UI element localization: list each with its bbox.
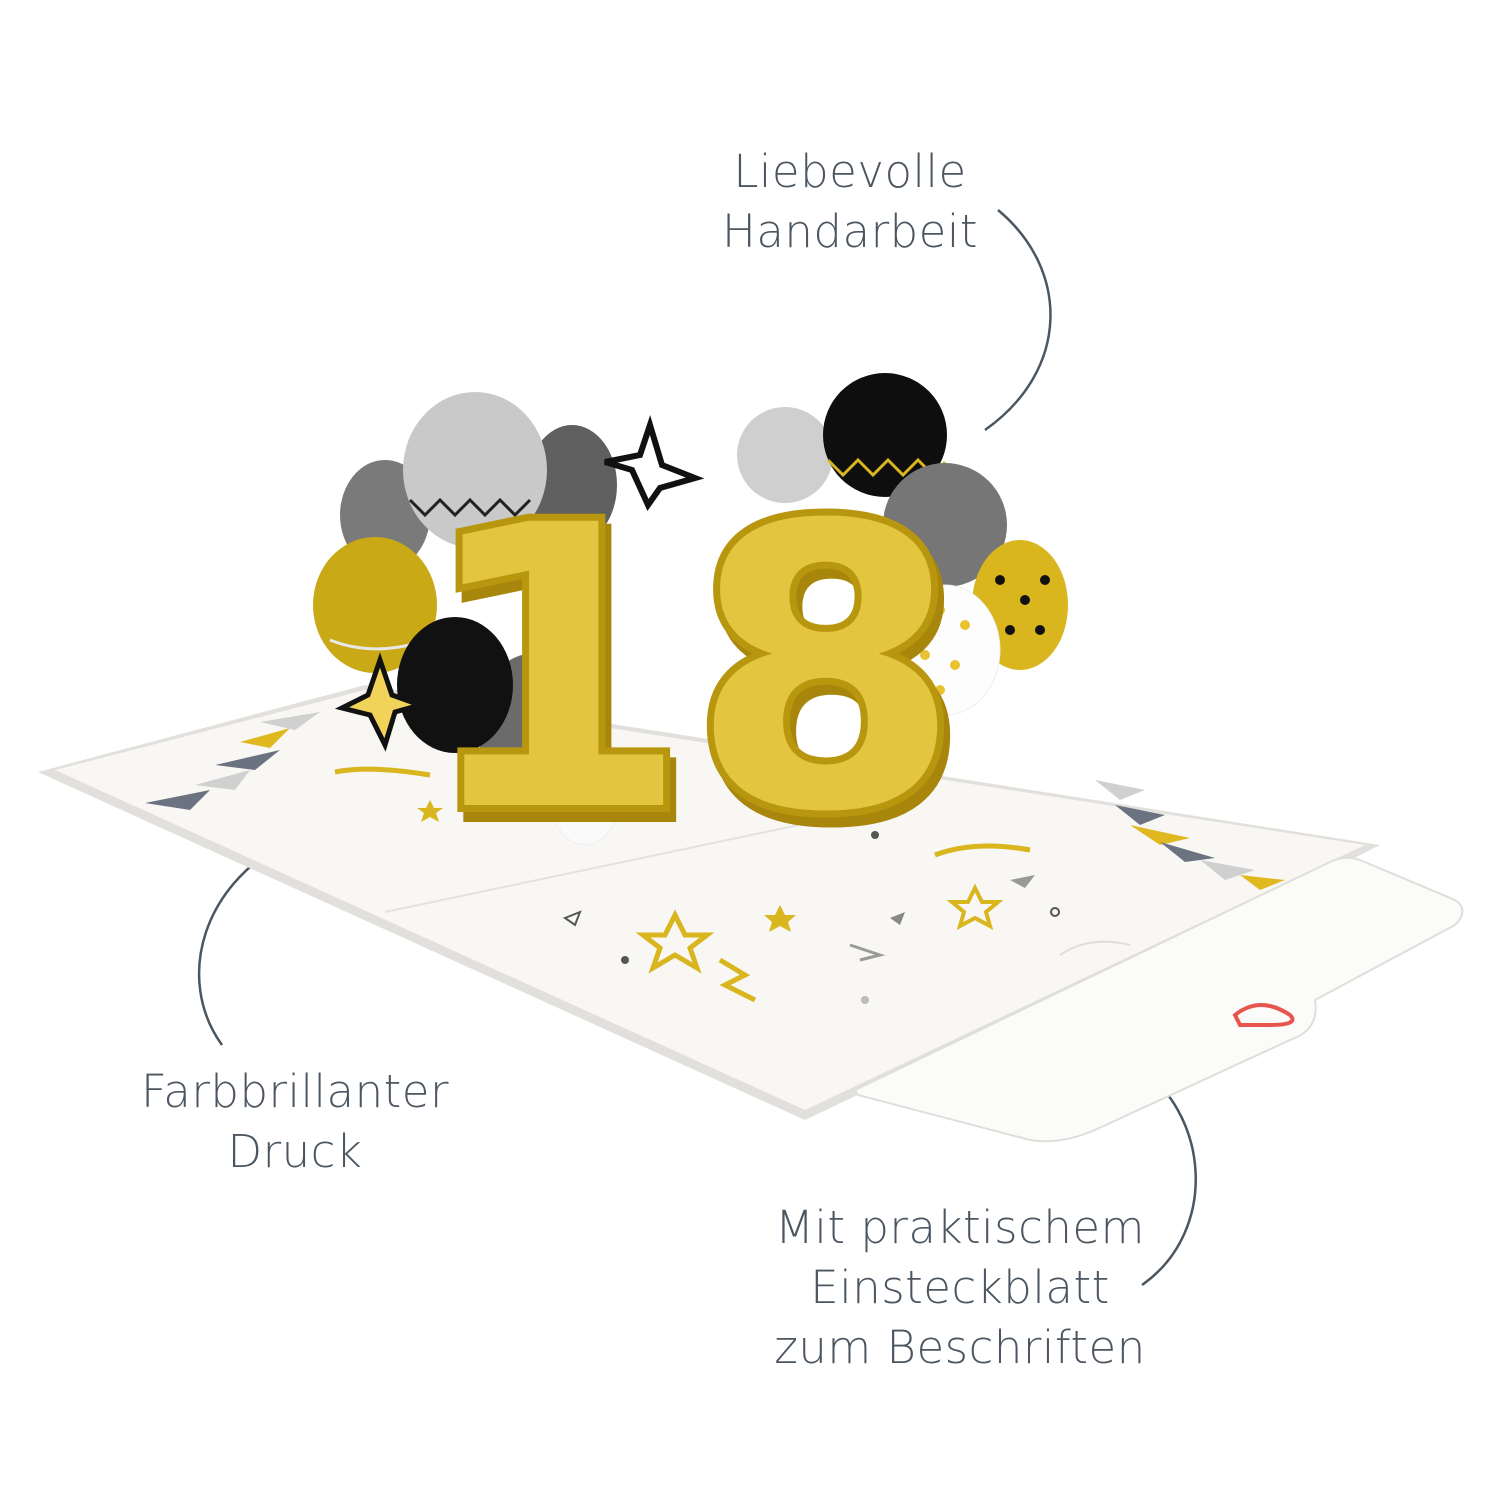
annotation-bottom-line1: Mit praktischem [775,1201,1145,1254]
bunting-icon [145,712,1285,890]
annotation-druck: Farbbrillanter Druck [120,1062,470,1182]
annotation-bottom-line3: zum Beschriften [774,1321,1146,1374]
confetti-icon [334,766,1060,1004]
balloon-icon [313,373,1068,846]
annotation-bottom-line2: Einsteckblatt [810,1261,1110,1314]
callout-line-top [984,209,1052,432]
card-base [38,685,1464,1143]
heart-logo-icon [1232,1003,1295,1027]
annotation-left-line2: Druck [227,1125,363,1178]
number-18-balloon: 18 [412,436,969,904]
annotation-left-line1: Farbbrillanter [141,1065,449,1118]
annotation-top-line1: Liebevolle [733,145,967,198]
insert-sheet [853,856,1464,1143]
star-icon [334,415,705,752]
number-18-text: 18 [419,443,962,897]
annotation-top-line2: Handarbeit [722,205,978,258]
annotation-handarbeit: Liebevolle Handarbeit [690,142,1010,262]
annotation-einsteckblatt: Mit praktischem Einsteckblatt zum Beschr… [750,1198,1170,1378]
